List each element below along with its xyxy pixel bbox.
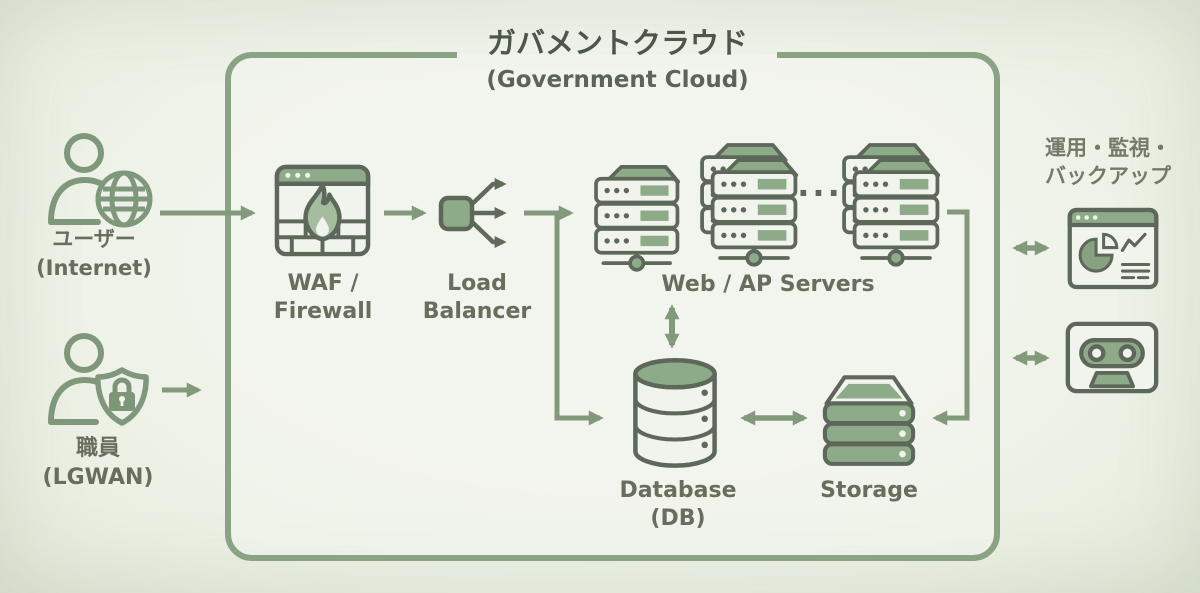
- arrow-servers-to-storage-path: [932, 209, 970, 426]
- waf-label-line2: Firewall: [273, 299, 373, 324]
- user-globe-icon: [48, 133, 153, 228]
- load-balancer-icon: [438, 178, 507, 248]
- cloud-title-jp: ガバメントクラウド: [486, 26, 748, 60]
- load-balancer-label-line1: Load: [447, 271, 507, 296]
- server-rack-icon: [700, 143, 800, 267]
- firewall-flame-icon: [274, 164, 371, 257]
- load-balancer-label-line2: Balancer: [422, 299, 532, 324]
- lgwan-staff-label-en: (LGWAN): [42, 465, 154, 490]
- database-label-line1: Database: [619, 478, 737, 503]
- arrow-load-balancer-branch-to-database: [554, 213, 604, 426]
- monitoring-dashboard-icon: [1067, 207, 1159, 290]
- user-shield-lock-icon: [48, 333, 149, 426]
- operations-label-line2: バックアップ: [1045, 164, 1171, 188]
- servers-ellipsis: ...: [797, 166, 843, 204]
- web-ap-servers-label: Web / AP Servers: [661, 272, 875, 297]
- internet-user-label-en: (Internet): [36, 256, 152, 280]
- database-label-line2: (DB): [650, 506, 706, 531]
- server-rack-icon: [590, 158, 682, 272]
- lgwan-staff-label-jp: 職員: [75, 436, 120, 461]
- cloud-title-en: (Government Cloud): [486, 67, 749, 93]
- waf-label-line1: WAF /: [287, 271, 359, 296]
- operations-label-line1: 運用・監視・: [1045, 136, 1171, 160]
- storage-label: Storage: [820, 478, 918, 503]
- cloud-boundary-box: [225, 52, 1000, 561]
- backup-tape-icon: [1065, 321, 1159, 394]
- storage-disks-icon: [822, 375, 916, 466]
- server-rack-icon: [842, 143, 942, 267]
- internet-user-label-jp: ユーザー: [52, 227, 136, 251]
- database-cylinder-icon: [633, 358, 717, 468]
